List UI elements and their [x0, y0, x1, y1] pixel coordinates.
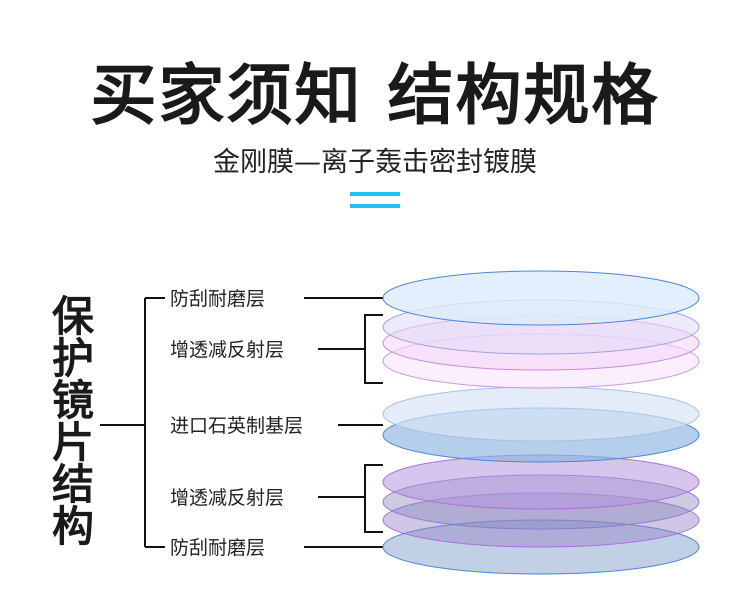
- page-title: 买家须知 结构规格: [90, 57, 660, 134]
- heading-char: 构: [51, 502, 94, 551]
- layer-label: 增透减反射层: [170, 339, 284, 361]
- heading-char: 片: [51, 418, 94, 467]
- connector-lines: [100, 297, 383, 548]
- layer-disc: [382, 454, 700, 510]
- structure-heading: 保 护 镜 片 结 构: [48, 296, 98, 548]
- lens-layers: [382, 270, 700, 575]
- layer-label: 进口石英制基层: [170, 415, 303, 437]
- heading-char: 保: [51, 292, 94, 341]
- page-subtitle: 金刚膜—离子轰击密封镀膜: [213, 147, 537, 178]
- layer-label: 增透减反射层: [170, 487, 284, 509]
- heading-char: 结: [51, 460, 94, 509]
- layer-label: 防刮耐磨层: [170, 537, 265, 559]
- layer-disc: [382, 386, 700, 442]
- layer-label: 防刮耐磨层: [170, 288, 265, 310]
- heading-char: 护: [51, 334, 94, 383]
- layer-disc: [382, 270, 700, 326]
- divider-icon: [350, 192, 400, 208]
- heading-char: 镜: [51, 376, 94, 425]
